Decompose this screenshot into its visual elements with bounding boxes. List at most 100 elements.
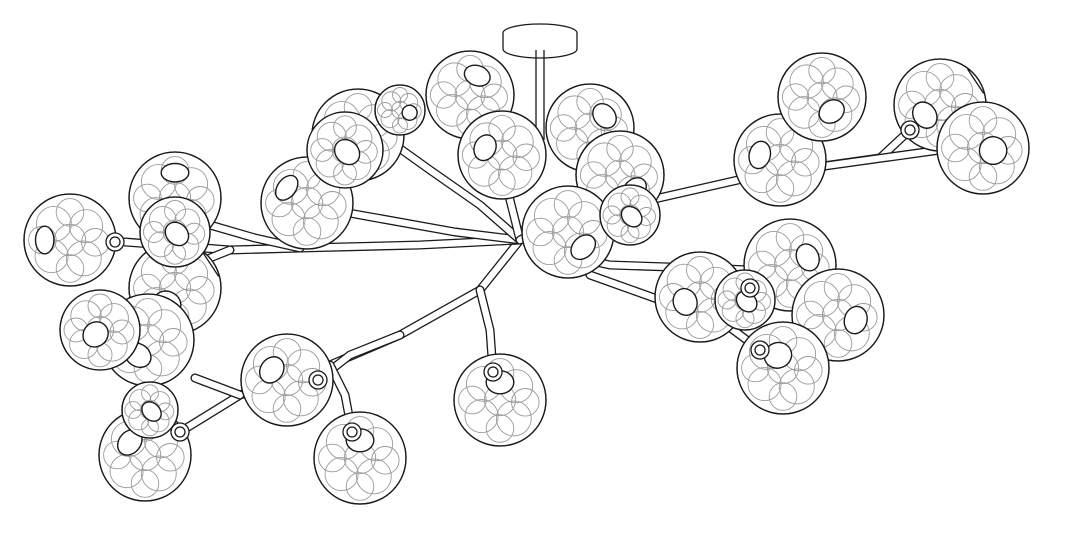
- socket-ring-inner: [754, 344, 766, 356]
- globe-bubble: [789, 64, 824, 99]
- globe-bubble: [318, 191, 347, 220]
- glass-globe: [374, 84, 426, 136]
- globe-bubble: [557, 95, 592, 130]
- glass-globe: [453, 353, 547, 447]
- globe-flat-cut: [202, 251, 220, 277]
- globe-bubble: [823, 273, 853, 302]
- globe-bubble: [164, 200, 186, 222]
- globe-bubble: [488, 168, 516, 196]
- globe-opening: [818, 99, 845, 124]
- globe-opening: [795, 243, 820, 272]
- globe-opening: [141, 401, 162, 422]
- globe-bubble: [143, 221, 165, 243]
- ceiling-canopy: [502, 23, 578, 140]
- globe-bubble: [290, 186, 324, 220]
- globe-opening: [570, 234, 597, 261]
- glass-globe: [714, 269, 776, 331]
- globe-bubble: [686, 310, 714, 339]
- socket-ring-inner: [744, 282, 756, 294]
- globe-rim: [139, 196, 211, 268]
- globe-bubble: [948, 113, 985, 150]
- globe-bubble: [747, 367, 782, 402]
- globe-bubble: [436, 94, 469, 127]
- glass-globe: [139, 196, 211, 268]
- globe-bubble: [796, 300, 825, 330]
- globe-bubble: [968, 162, 998, 191]
- socket-ring-inner: [174, 426, 186, 438]
- globe-bubble: [485, 414, 515, 443]
- globe-bubble: [968, 106, 998, 135]
- globe-bubble: [488, 114, 516, 143]
- globe-bubble: [947, 147, 982, 182]
- globe-bubble: [282, 380, 319, 417]
- globe-bubble: [272, 394, 302, 423]
- globe-opening: [274, 174, 299, 201]
- globe-rim: [453, 353, 547, 447]
- globe-rim: [791, 268, 885, 362]
- globe-rim: [313, 411, 407, 505]
- globe-bubble: [458, 385, 487, 415]
- globe-opening: [620, 205, 643, 228]
- globe-opening: [473, 134, 497, 162]
- glass-globe: [545, 83, 635, 173]
- globe-bubble: [755, 230, 792, 267]
- globe-bubble: [511, 388, 540, 417]
- globe-opening: [164, 221, 190, 247]
- globe-opening: [592, 103, 617, 129]
- glass-globe: [313, 411, 407, 505]
- globe-bubble: [156, 443, 185, 472]
- globe-opening: [333, 138, 361, 166]
- glass-globe: [936, 101, 1030, 195]
- globe-bubble: [551, 215, 585, 249]
- globe-bubble: [55, 198, 85, 227]
- globe-bubble: [765, 174, 795, 203]
- globe-bubble: [272, 168, 309, 205]
- globe-rim: [457, 110, 547, 200]
- globe-bubble: [765, 118, 795, 147]
- glass-globes: [23, 50, 1030, 505]
- globe-rim: [736, 321, 830, 415]
- globe-rim: [733, 113, 827, 207]
- glass-globe: [59, 289, 141, 371]
- globe-bubble: [941, 133, 970, 163]
- glass-globe: [599, 184, 661, 246]
- globe-bubble: [606, 134, 634, 163]
- globe-opening: [82, 321, 109, 348]
- socket-ring-inner: [346, 426, 358, 438]
- globe-rim: [714, 269, 776, 331]
- glass-globe: [240, 333, 334, 427]
- globe-rim: [743, 218, 837, 312]
- globe-bubble: [109, 319, 135, 345]
- globe-opening: [843, 305, 868, 335]
- globe-bubble: [768, 382, 798, 411]
- globe-bubble: [271, 202, 306, 237]
- globe-rim: [936, 101, 1030, 195]
- globe-bubble: [791, 148, 820, 177]
- globe-bubble: [781, 83, 810, 111]
- globe-bubble: [794, 356, 823, 385]
- glass-globe: [23, 193, 117, 287]
- globe-bubble: [345, 472, 375, 501]
- globe-opening: [34, 225, 55, 255]
- glass-globe: [457, 110, 547, 200]
- globe-opening: [911, 101, 938, 129]
- canopy-side: [502, 33, 578, 59]
- globe-bubble: [549, 114, 578, 142]
- socket-ring-inner: [312, 374, 324, 386]
- glass-globe: [736, 321, 830, 415]
- globe-bubble: [355, 458, 392, 495]
- globe-bubble: [392, 87, 408, 103]
- globe-bubble: [429, 81, 458, 109]
- socket-ring-inner: [109, 236, 121, 248]
- globe-opening: [763, 341, 793, 369]
- globe-bubble: [532, 231, 567, 266]
- globe-opening: [401, 104, 418, 121]
- glass-globe: [777, 52, 867, 142]
- globe-bubble: [292, 217, 322, 246]
- globe-bubble: [130, 469, 160, 498]
- globe-bubble: [775, 160, 812, 197]
- globe-bubble: [526, 217, 555, 247]
- globe-rim: [599, 184, 661, 246]
- globe-bubble: [464, 399, 499, 434]
